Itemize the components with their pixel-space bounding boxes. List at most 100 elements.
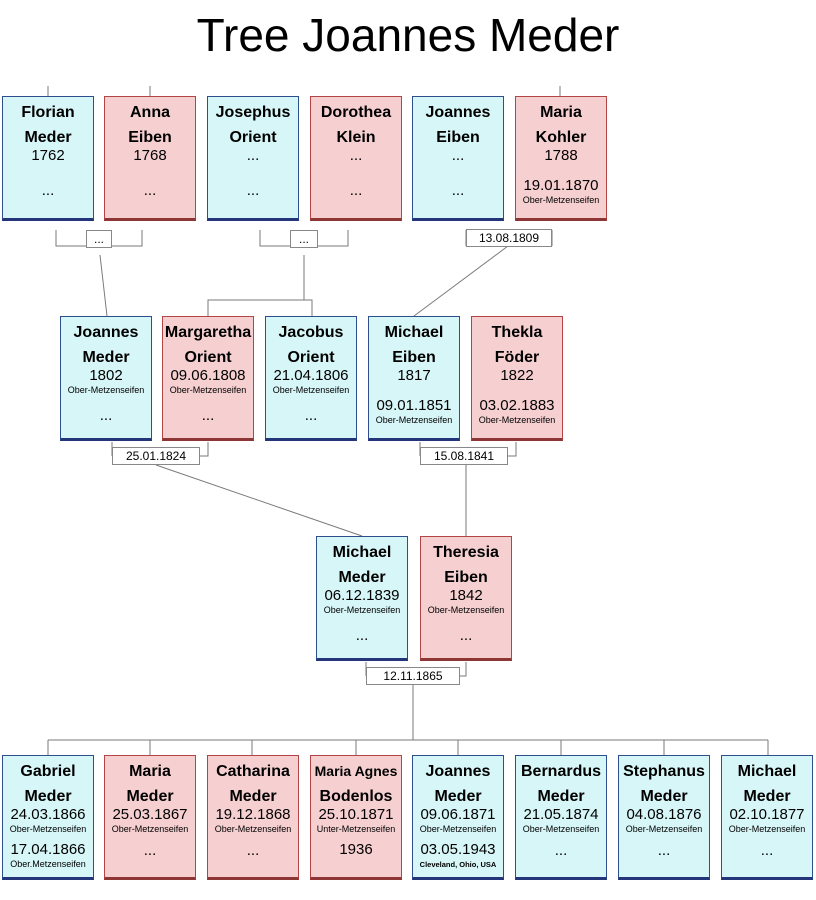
person-surname: Meder: [537, 788, 585, 805]
death-date: 03.05.1943: [420, 841, 496, 858]
person-surname: Eiben: [444, 569, 488, 586]
person-surname: Orient: [184, 349, 232, 366]
person-box-maria-kohler[interactable]: Maria Kohler 1788 19.01.1870 Ober-Metzen…: [515, 96, 607, 221]
birth-date: 1768: [133, 147, 167, 164]
birth-place: Ober-Metzenseifen: [419, 824, 497, 834]
person-name: Catharina: [216, 763, 290, 780]
birth-place: Ober-Metzenseifen: [625, 824, 703, 834]
person-surname: Bodenlos: [319, 788, 393, 805]
person-box-bernardus-meder[interactable]: Bernardus Meder 21.05.1874 Ober-Metzense…: [515, 755, 607, 880]
death-date: ...: [459, 627, 473, 644]
person-surname: Meder: [24, 788, 72, 805]
marriage-date: 12.11.1865: [366, 667, 460, 685]
death-date: ...: [760, 842, 774, 859]
death-date: ...: [41, 182, 55, 199]
death-date: 19.01.1870: [523, 177, 599, 194]
birth-date: 24.03.1866: [10, 806, 86, 823]
person-name: Michael: [737, 763, 797, 780]
person-box-stephanus-meder[interactable]: Stephanus Meder 04.08.1876 Ober-Metzense…: [618, 755, 710, 880]
person-box-michael-eiben[interactable]: Michael Eiben 1817 09.01.1851 Ober-Metze…: [368, 316, 460, 441]
death-date: ...: [99, 407, 113, 424]
person-name: Margaretha: [164, 324, 252, 341]
person-surname: Föder: [494, 349, 540, 366]
person-box-thekla-foder[interactable]: Thekla Föder 1822 03.02.1883 Ober-Metzen…: [471, 316, 563, 441]
person-name: Anna: [130, 104, 170, 121]
person-box-dorothea-klein[interactable]: Dorothea Klein ... ...: [310, 96, 402, 221]
birth-place: Unter-Metzenseifen: [316, 824, 396, 834]
birth-date: ...: [451, 147, 465, 164]
death-date: ...: [143, 842, 157, 859]
person-box-maria-agnes-bodenlos[interactable]: Maria Agnes Bodenlos 25.10.1871 Unter-Me…: [310, 755, 402, 880]
birth-date: 1842: [449, 587, 483, 604]
person-box-joannes-eiben[interactable]: Joannes Eiben ... ...: [412, 96, 504, 221]
person-box-margaretha-orient[interactable]: Margaretha Orient 09.06.1808 Ober-Metzen…: [162, 316, 254, 441]
birth-date: 1822: [500, 367, 534, 384]
birth-date: 25.03.1867: [112, 806, 188, 823]
person-surname: Eiben: [436, 129, 480, 146]
person-name: Florian: [21, 104, 75, 121]
person-name: Dorothea: [320, 104, 392, 121]
person-name: Gabriel: [20, 763, 76, 780]
death-date: ...: [201, 407, 215, 424]
person-surname: Meder: [229, 788, 277, 805]
birth-place: Ober-Metzenseifen: [214, 824, 292, 834]
person-surname: Meder: [126, 788, 174, 805]
person-box-gabriel-meder[interactable]: Gabriel Meder 24.03.1866 Ober-Metzenseif…: [2, 755, 94, 880]
person-surname: Eiben: [392, 349, 436, 366]
person-surname: Klein: [336, 129, 376, 146]
person-surname: Meder: [434, 788, 482, 805]
birth-date: 04.08.1876: [626, 806, 702, 823]
person-name: Joannes: [425, 763, 491, 780]
person-box-catharina-meder[interactable]: Catharina Meder 19.12.1868 Ober-Metzense…: [207, 755, 299, 880]
death-date: ...: [304, 407, 318, 424]
death-date: 1936: [339, 841, 373, 858]
birth-place: Ober-Metzenseifen: [323, 605, 401, 615]
person-box-joannes-meder-1871[interactable]: Joannes Meder 09.06.1871 Ober-Metzenseif…: [412, 755, 504, 880]
person-box-joannes-meder-1802[interactable]: Joannes Meder 1802 Ober-Metzenseifen ...: [60, 316, 152, 441]
birth-date: 02.10.1877: [729, 806, 805, 823]
birth-place: Ober-Metzenseifen: [522, 824, 600, 834]
person-name: Josephus: [215, 104, 291, 121]
death-date: ...: [246, 842, 260, 859]
birth-date: 19.12.1868: [215, 806, 291, 823]
birth-place: Ober-Metzenseifen: [111, 824, 189, 834]
person-name: Joannes: [73, 324, 139, 341]
person-surname: Meder: [338, 569, 386, 586]
person-name: Joannes: [425, 104, 491, 121]
birth-date: 1788: [544, 147, 578, 164]
person-surname: Meder: [24, 129, 72, 146]
person-box-maria-meder[interactable]: Maria Meder 25.03.1867 Ober-Metzenseifen…: [104, 755, 196, 880]
birth-place: Ober-Metzenseifen: [9, 824, 87, 834]
death-place: Cleveland, Ohio, USA: [419, 860, 497, 869]
person-surname: Meder: [640, 788, 688, 805]
death-place: Ober.Metzenseifen: [10, 859, 86, 869]
person-name: Michael: [384, 324, 444, 341]
death-date: ...: [554, 842, 568, 859]
marriage-date: 15.08.1841: [420, 447, 508, 465]
person-surname: Meder: [743, 788, 791, 805]
person-surname: Orient: [229, 129, 277, 146]
birth-date: 1762: [31, 147, 65, 164]
person-name: Theresia: [433, 544, 499, 561]
birth-place: Ober-Metzenseifen: [728, 824, 806, 834]
person-box-michael-meder-1839[interactable]: Michael Meder 06.12.1839 Ober-Metzenseif…: [316, 536, 408, 661]
death-place: Ober-Metzenseifen: [478, 415, 556, 425]
person-name: Michael: [332, 544, 392, 561]
person-name: Jacobus: [278, 324, 344, 341]
person-surname: Eiben: [128, 129, 172, 146]
person-box-michael-meder-1877[interactable]: Michael Meder 02.10.1877 Ober-Metzenseif…: [721, 755, 813, 880]
marriage-date: 25.01.1824: [112, 447, 200, 465]
birth-date: 1802: [89, 367, 123, 384]
death-date: ...: [355, 627, 369, 644]
person-box-anna-eiben[interactable]: Anna Eiben 1768 ...: [104, 96, 196, 221]
death-date: 03.02.1883: [479, 397, 555, 414]
birth-date: ...: [349, 147, 363, 164]
person-surname: Orient: [287, 349, 335, 366]
person-box-jacobus-orient[interactable]: Jacobus Orient 21.04.1806 Ober-Metzensei…: [265, 316, 357, 441]
tree-title: Tree Joannes Meder: [196, 9, 620, 61]
person-box-josephus-orient[interactable]: Josephus Orient ... ...: [207, 96, 299, 221]
person-box-theresia-eiben[interactable]: Theresia Eiben 1842 Ober-Metzenseifen ..…: [420, 536, 512, 661]
death-place: Ober-Metzenseifen: [522, 195, 600, 205]
death-date: 09.01.1851: [376, 397, 452, 414]
person-box-florian-meder[interactable]: Florian Meder 1762 ...: [2, 96, 94, 221]
